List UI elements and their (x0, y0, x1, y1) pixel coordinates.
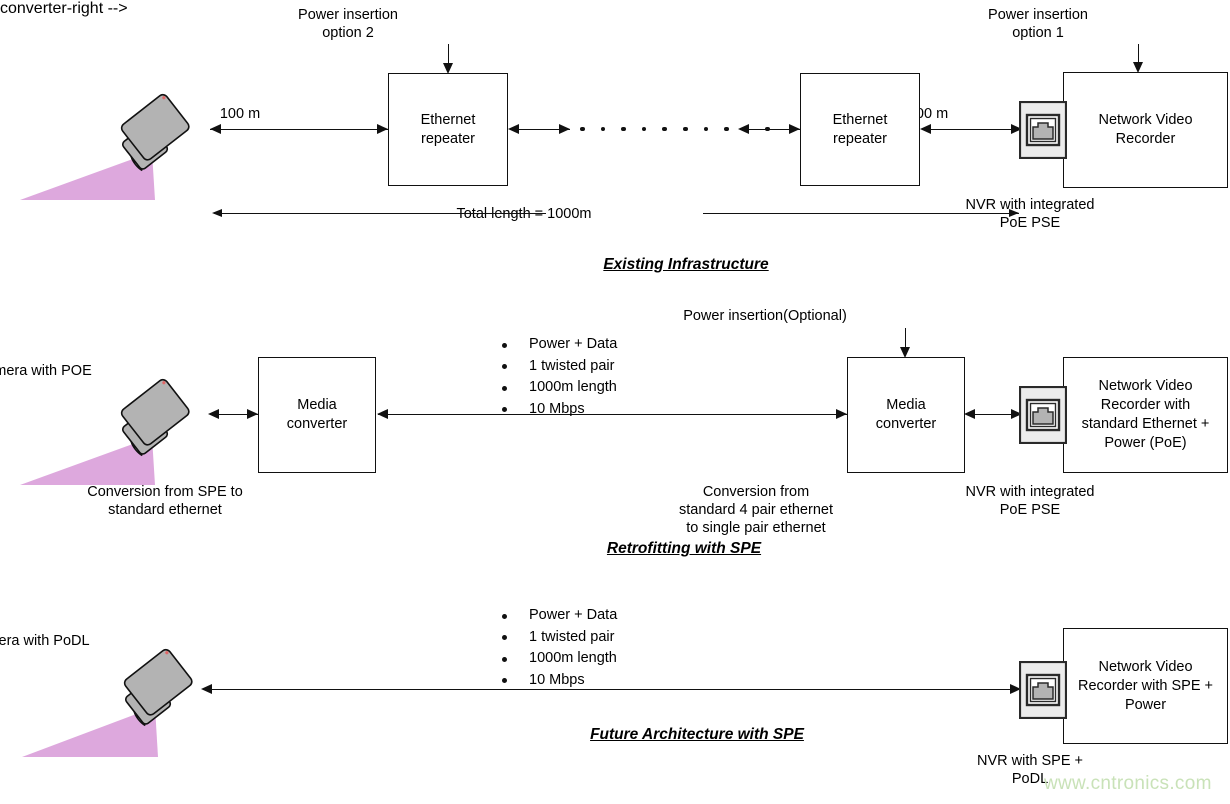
media-converter-left-caption: Conversion from SPE to standard ethernet (87, 484, 243, 518)
arrowhead-left-repeater-dots (508, 124, 519, 134)
link-repeater-to-nvr-row1 (922, 129, 1022, 130)
nvr-caption-row2: NVR with integrated PoE PSE (965, 484, 1095, 518)
nvr-box-row1: Network Video Recorder (1063, 72, 1228, 188)
power-insertion-option-2-label: Power insertion option 2 (298, 7, 398, 41)
total-length-arrowhead-right (1009, 209, 1019, 217)
ethernet-repeater-left-box: Ethernet repeater (388, 73, 508, 186)
section-title-retrofitting-with-spe: Retrofitting with SPE (606, 540, 762, 557)
spec-bullets-row2: Power + Data 1 twisted pair 1000m length… (484, 334, 617, 420)
arrowhead-right-repeater-nvr-row1 (1011, 124, 1022, 134)
list-item: 1 twisted pair (502, 356, 617, 378)
nvr-label-row3: Network Video Recorder with SPE + Power (1078, 658, 1213, 713)
ethernet-repeater-right-box: Ethernet repeater (800, 73, 920, 186)
power-insertion-optional-leader (905, 328, 906, 350)
arrowhead-right-repeater-dots (559, 124, 570, 134)
list-item: 1000m length (502, 377, 617, 399)
list-item: 1000m length (502, 648, 617, 670)
power-insertion-optional-arrowhead (900, 347, 910, 358)
ip-camera-icon-row2 (0, 375, 210, 495)
camera-label-row2: IP Camera with POE (0, 363, 92, 379)
power-insertion-option-2-leader (448, 44, 449, 66)
total-length-arrowhead-left (212, 209, 222, 217)
camera-label-row3: IP Camera with PoDL (0, 633, 90, 649)
arrowhead-left-camera-repeater-row1 (210, 124, 221, 134)
power-insertion-option-2-arrowhead (443, 63, 453, 74)
nvr-caption-row1: NVR with integrated PoE PSE (965, 197, 1095, 231)
arrowhead-right-dots-repeater (789, 124, 800, 134)
media-converter-left-label: Media converter (286, 397, 348, 432)
total-length-line-right (703, 213, 1019, 214)
power-insertion-option-1-leader (1138, 44, 1139, 65)
section-title-future-architecture-with-spe: Future Architecture with SPE (590, 726, 804, 743)
media-converter-right-caption: Conversion from standard 4 pair ethernet… (679, 484, 833, 536)
arrowhead-right-camera-nvr-row3 (1010, 684, 1021, 694)
arrowhead-left-dots-repeater (738, 124, 749, 134)
arrowhead-left-camera-nvr-row3 (201, 684, 212, 694)
ip-camera-icon-row3 (0, 645, 215, 765)
arrowhead-right-camera-repeater-row1 (377, 124, 388, 134)
link-camera-to-converter-row2 (210, 414, 258, 415)
total-length-label: Total length = 1000m (424, 205, 624, 223)
ip-camera-icon-row1 (0, 90, 210, 210)
media-converter-right-box: Media converter (847, 357, 965, 473)
arrowhead-left-camera-converter-row2 (208, 409, 219, 419)
section-title-existing-infrastructure: Existing Infrastructure (603, 256, 769, 273)
arrowhead-right-camera-converter-row2 (247, 409, 258, 419)
nvr-box-row3: Network Video Recorder with SPE + Power (1063, 628, 1228, 744)
list-item: 1 twisted pair (502, 627, 617, 649)
rj45-jack-icon-row3 (1018, 660, 1068, 720)
link-camera-to-repeater-row1 (210, 129, 388, 130)
link-converter-to-nvr-row2 (966, 414, 1022, 415)
total-length-line-left (214, 213, 546, 214)
media-converter-right-label: Media converter (875, 397, 937, 432)
arrowhead-left-converter-nvr-row2 (964, 409, 975, 419)
rj45-jack-icon-row2 (1018, 385, 1068, 445)
nvr-label-row1: Network Video Recorder (1098, 112, 1193, 147)
nvr-caption-row3: NVR with SPE + PoDL (977, 753, 1083, 787)
arrowhead-right-converters-row2 (836, 409, 847, 419)
rj45-jack-icon-row1 (1018, 100, 1068, 160)
distance-label-left-row1: 100 m (219, 106, 261, 122)
nvr-label-row2: Network Video Recorder with standard Eth… (1081, 378, 1210, 451)
arrowhead-right-converter-nvr-row2 (1011, 409, 1022, 419)
ethernet-repeater-right-label: Ethernet repeater (832, 111, 888, 147)
power-insertion-option-1-arrowhead (1133, 62, 1143, 73)
link-converters-row2 (378, 414, 847, 415)
nvr-box-row2: Network Video Recorder with standard Eth… (1063, 357, 1228, 473)
link-repeater-dots-left (510, 129, 570, 130)
arrowhead-left-converters-row2 (377, 409, 388, 419)
arrowhead-left-repeater-nvr-row1 (920, 124, 931, 134)
link-camera-to-nvr-row3 (203, 689, 1021, 690)
power-insertion-option-1-label: Power insertion option 1 (988, 7, 1088, 41)
site-watermark: www.cntronics.com (1044, 773, 1212, 794)
list-item: 10 Mbps (502, 670, 617, 692)
list-item: Power + Data (502, 334, 617, 356)
list-item: Power + Data (502, 605, 617, 627)
ethernet-repeater-left-label: Ethernet repeater (420, 111, 476, 147)
power-insertion-optional-label: Power insertion(Optional) (683, 308, 847, 324)
spec-bullets-row3: Power + Data 1 twisted pair 1000m length… (484, 605, 617, 691)
media-converter-left-box: Media converter (258, 357, 376, 473)
list-item: 10 Mbps (502, 399, 617, 421)
link-dots-repeater-right (740, 129, 800, 130)
